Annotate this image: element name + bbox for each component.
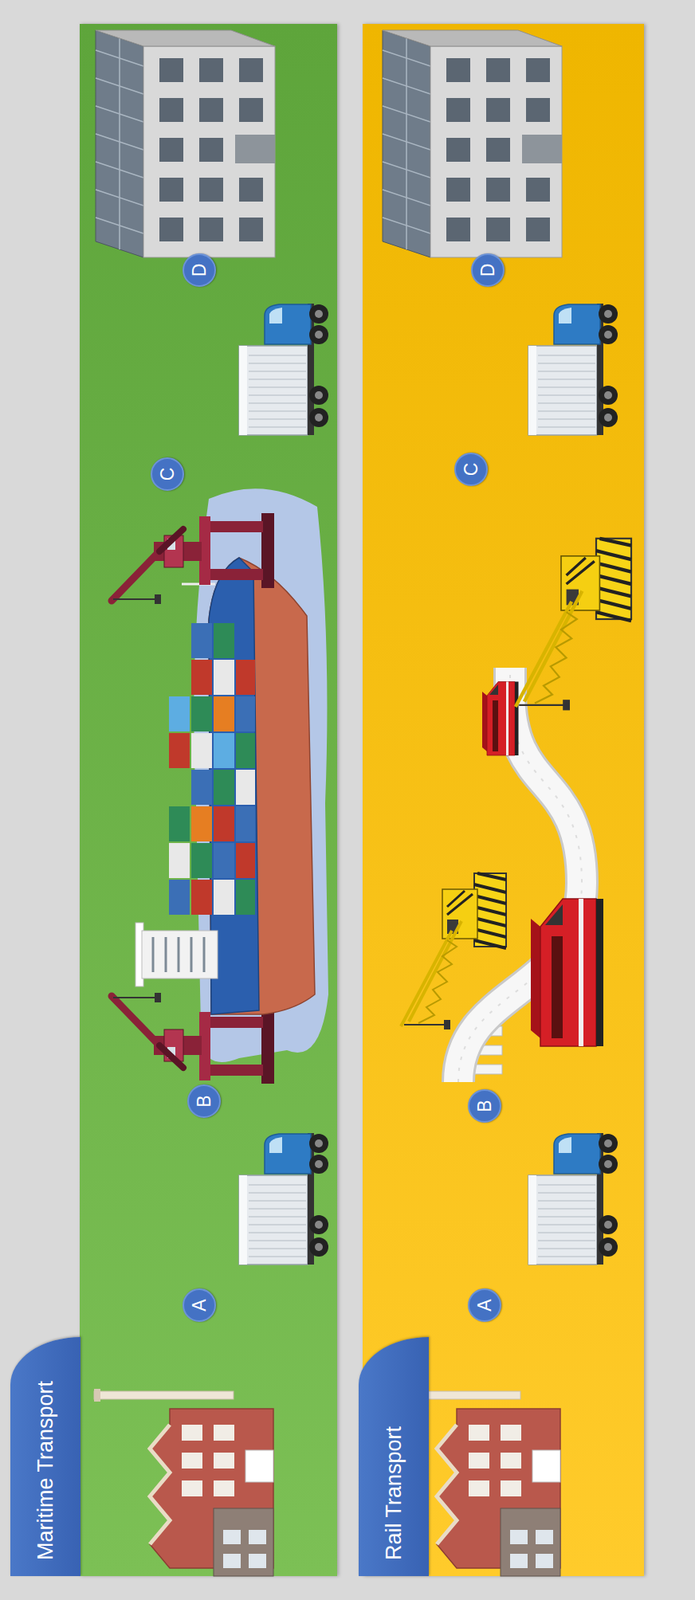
step-letter: D xyxy=(479,263,498,278)
step-marker: A xyxy=(467,1288,502,1323)
step-letter: C xyxy=(462,463,481,477)
step-marker: C xyxy=(454,452,488,487)
step-letter: A xyxy=(475,1299,495,1312)
step-letter: B xyxy=(195,1095,214,1108)
step-letter: D xyxy=(190,263,209,278)
band-title: Maritime Transport xyxy=(10,1337,81,1577)
step-letter: A xyxy=(190,1299,209,1312)
step-marker: D xyxy=(471,253,505,287)
step-marker: C xyxy=(150,457,185,491)
step-letter: B xyxy=(475,1099,495,1112)
step-marker: A xyxy=(182,1288,216,1323)
step-marker: B xyxy=(187,1084,221,1119)
step-marker: D xyxy=(182,253,216,287)
warehouse xyxy=(95,30,275,258)
band-title: Rail Transport xyxy=(358,1337,429,1577)
warehouse xyxy=(382,30,562,258)
step-letter: C xyxy=(158,467,177,482)
step-marker: B xyxy=(467,1089,502,1123)
